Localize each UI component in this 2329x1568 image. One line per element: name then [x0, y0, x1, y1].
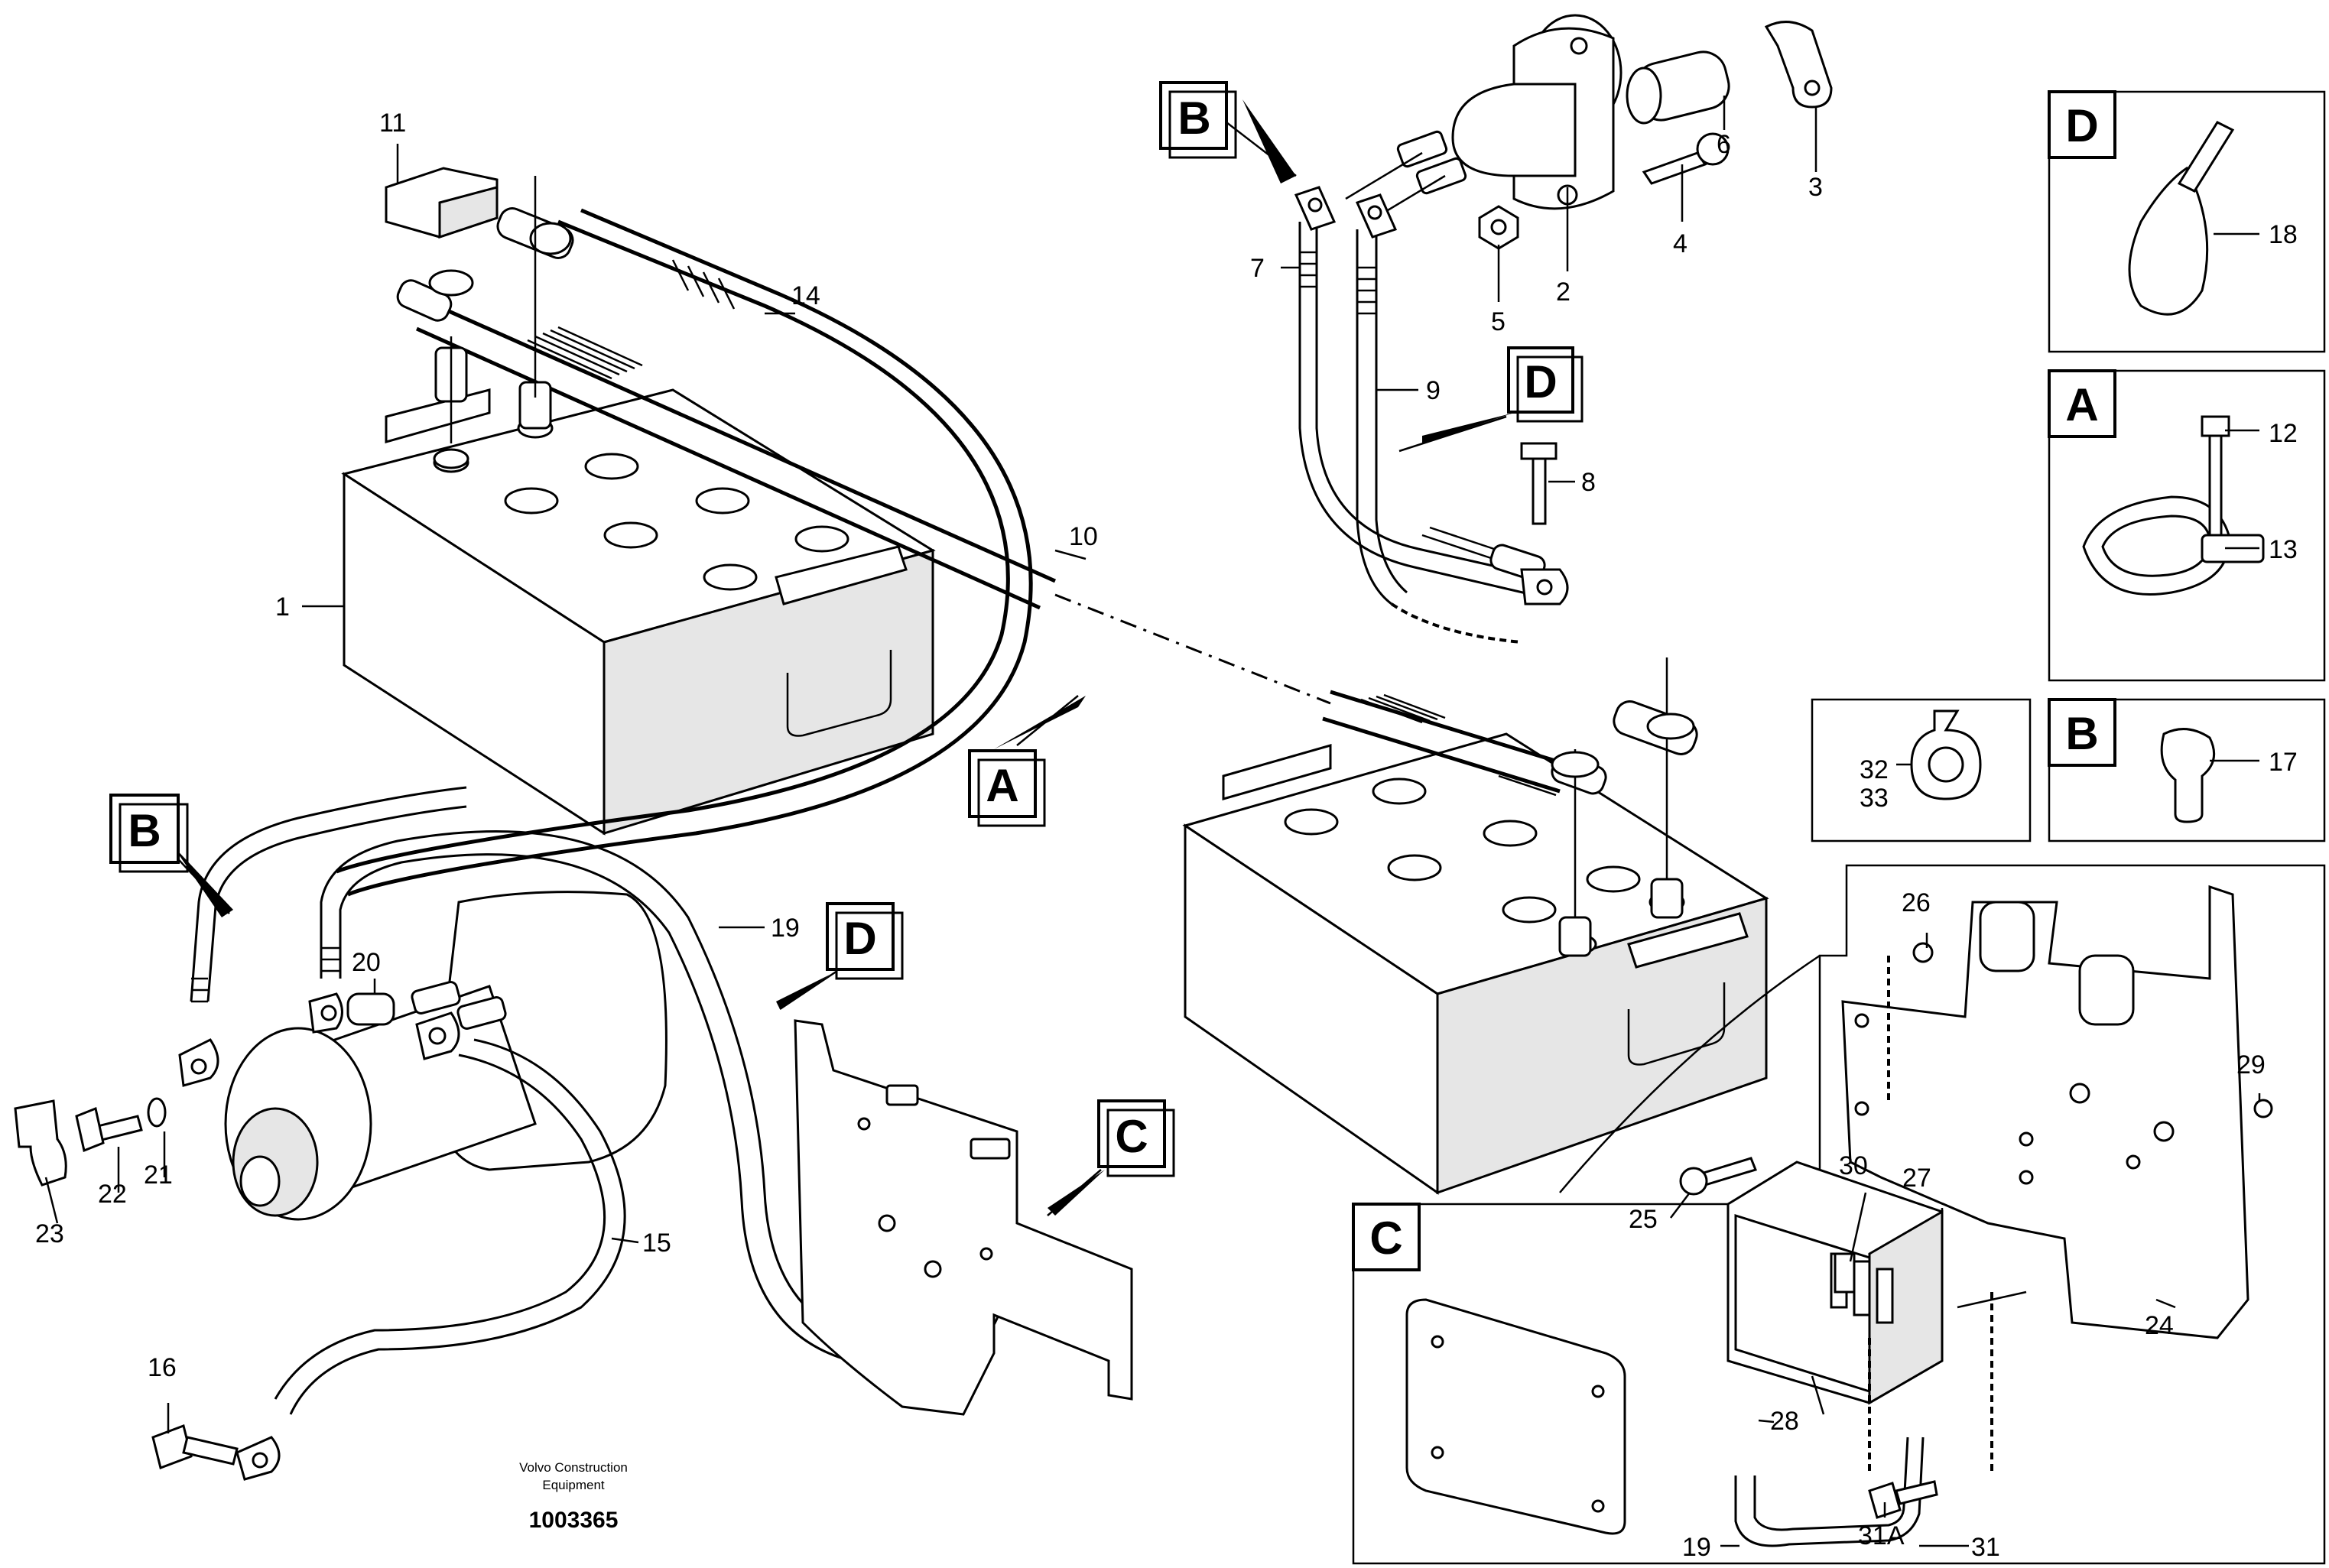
cable-9 — [1355, 193, 1569, 644]
screw-8 — [1520, 442, 1558, 525]
drawing-footer: Volvo Construction Equipment 1003365 — [519, 1460, 628, 1533]
washer-26 — [1912, 942, 1934, 963]
callout-21: 21 — [144, 1161, 173, 1190]
callout-14: 14 — [791, 281, 820, 310]
tag-box-C-center: C — [1097, 1099, 1175, 1177]
tag-label-b: B — [2065, 708, 2098, 759]
battery-2-terminals — [1551, 657, 1695, 957]
starter-motor — [224, 891, 668, 1221]
mounting-plate-24 — [1841, 885, 2249, 1339]
callout-9: 9 — [1426, 376, 1441, 405]
callout-20: 20 — [352, 948, 381, 977]
tag-label-d: D — [843, 913, 876, 964]
callout-11: 11 — [379, 109, 406, 138]
tag-label-b: B — [1177, 93, 1210, 144]
fuse-30 — [1834, 1252, 1856, 1294]
callout-15: 15 — [642, 1229, 671, 1258]
tag-label-a: A — [986, 760, 1018, 811]
callout-8: 8 — [1581, 468, 1596, 497]
callout-32: 32 — [1860, 755, 1889, 784]
callout-23: 23 — [35, 1219, 64, 1248]
fuse-box-cover — [1405, 1298, 1626, 1535]
cable-19-detail-c — [1734, 1437, 1925, 1547]
detail-32-33-box — [1811, 698, 2032, 842]
callout-29: 29 — [2236, 1050, 2266, 1079]
washer-29 — [2253, 1099, 2273, 1118]
battery-2 — [1182, 732, 1769, 1195]
tag-label-d: D — [1524, 356, 1557, 407]
elbow-23 — [14, 1099, 67, 1187]
callout-17: 17 — [2269, 748, 2298, 777]
callout-25: 25 — [1629, 1205, 1658, 1234]
callout-2: 2 — [1556, 278, 1571, 307]
tag-box-D-top: D — [1507, 346, 1584, 423]
tag-label-c: C — [1369, 1213, 1402, 1264]
tag-box-C-detail: C — [1352, 1203, 1421, 1271]
callout-13: 13 — [2269, 535, 2298, 564]
detail-d-box — [2048, 90, 2326, 353]
callout-16: 16 — [148, 1353, 177, 1382]
callout-numbers: 1 2 3 4 5 6 7 8 9 10 11 12 13 14 15 16 1… — [35, 109, 2298, 1562]
callout-10: 10 — [1069, 522, 1098, 551]
tag-label-a: A — [2065, 379, 2098, 430]
cable-lug-3 — [1764, 21, 1833, 109]
callout-18: 18 — [2269, 220, 2298, 249]
leader-lines — [44, 96, 2261, 1547]
callout-19: 19 — [1682, 1533, 1711, 1562]
callout-3: 3 — [1808, 173, 1823, 202]
tag-box-B-detail: B — [2048, 698, 2116, 767]
sleeve-20 — [346, 992, 395, 1026]
detail-b-box — [2048, 698, 2326, 842]
callout-24: 24 — [2145, 1311, 2174, 1340]
battery-disconnect-switch — [1345, 14, 1623, 223]
callout-27: 27 — [1902, 1164, 1931, 1193]
tag-box-D-detail: D — [2048, 90, 2116, 159]
callout-31: 31 — [1971, 1533, 2000, 1562]
callout-28: 28 — [1770, 1407, 1799, 1436]
screw-16 — [151, 1424, 239, 1469]
screw-4 — [1642, 132, 1730, 185]
tag-box-B-left: B — [109, 794, 189, 873]
tag-label-c: C — [1115, 1111, 1148, 1162]
screw-22 — [75, 1106, 143, 1153]
detail-c-outline — [1352, 864, 2326, 1565]
mounting-plate-center — [794, 1019, 1133, 1416]
callout-6: 6 — [1717, 130, 1731, 159]
terminal-cover-11 — [385, 167, 499, 239]
tag-box-B-top: B — [1159, 81, 1237, 159]
ground-cable-left — [178, 786, 467, 1087]
protective-sleeve-6 — [1626, 50, 1730, 125]
document-number: 1003365 — [529, 1508, 619, 1533]
washer-21 — [147, 1097, 167, 1128]
tag-box-A-detail: A — [2048, 369, 2116, 438]
cable-15 — [235, 1011, 626, 1481]
nut-5 — [1478, 205, 1519, 250]
tag-pointers — [167, 99, 1514, 1216]
callout-26: 26 — [1902, 888, 1931, 917]
callout-1: 1 — [275, 592, 290, 622]
detail-a-box — [2048, 369, 2326, 682]
battery-1 — [341, 388, 936, 836]
company-line-2: Equipment — [542, 1478, 605, 1492]
battery-1-terminals — [428, 176, 552, 469]
callout-22: 22 — [98, 1180, 127, 1209]
callout-5: 5 — [1491, 307, 1506, 336]
cable-7 — [1294, 186, 1534, 596]
callout-4: 4 — [1673, 229, 1687, 258]
callout-12: 12 — [2269, 419, 2298, 448]
tag-box-A-main: A — [968, 749, 1046, 827]
detail-c-dashed-links — [1868, 956, 2027, 1475]
screw-31A — [1868, 1480, 1938, 1519]
tag-label-d: D — [2065, 100, 2098, 151]
screw-25 — [1679, 1157, 1758, 1196]
callout-7: 7 — [1250, 254, 1265, 283]
company-line-1: Volvo Construction — [519, 1460, 628, 1475]
tag-box-D-center: D — [826, 902, 904, 980]
callout-30: 30 — [1839, 1151, 1868, 1180]
callout-31A: 31A — [1858, 1521, 1905, 1550]
callout-33: 33 — [1860, 784, 1889, 813]
callout-19: 19 — [771, 914, 800, 943]
tag-label-b: B — [128, 805, 161, 856]
